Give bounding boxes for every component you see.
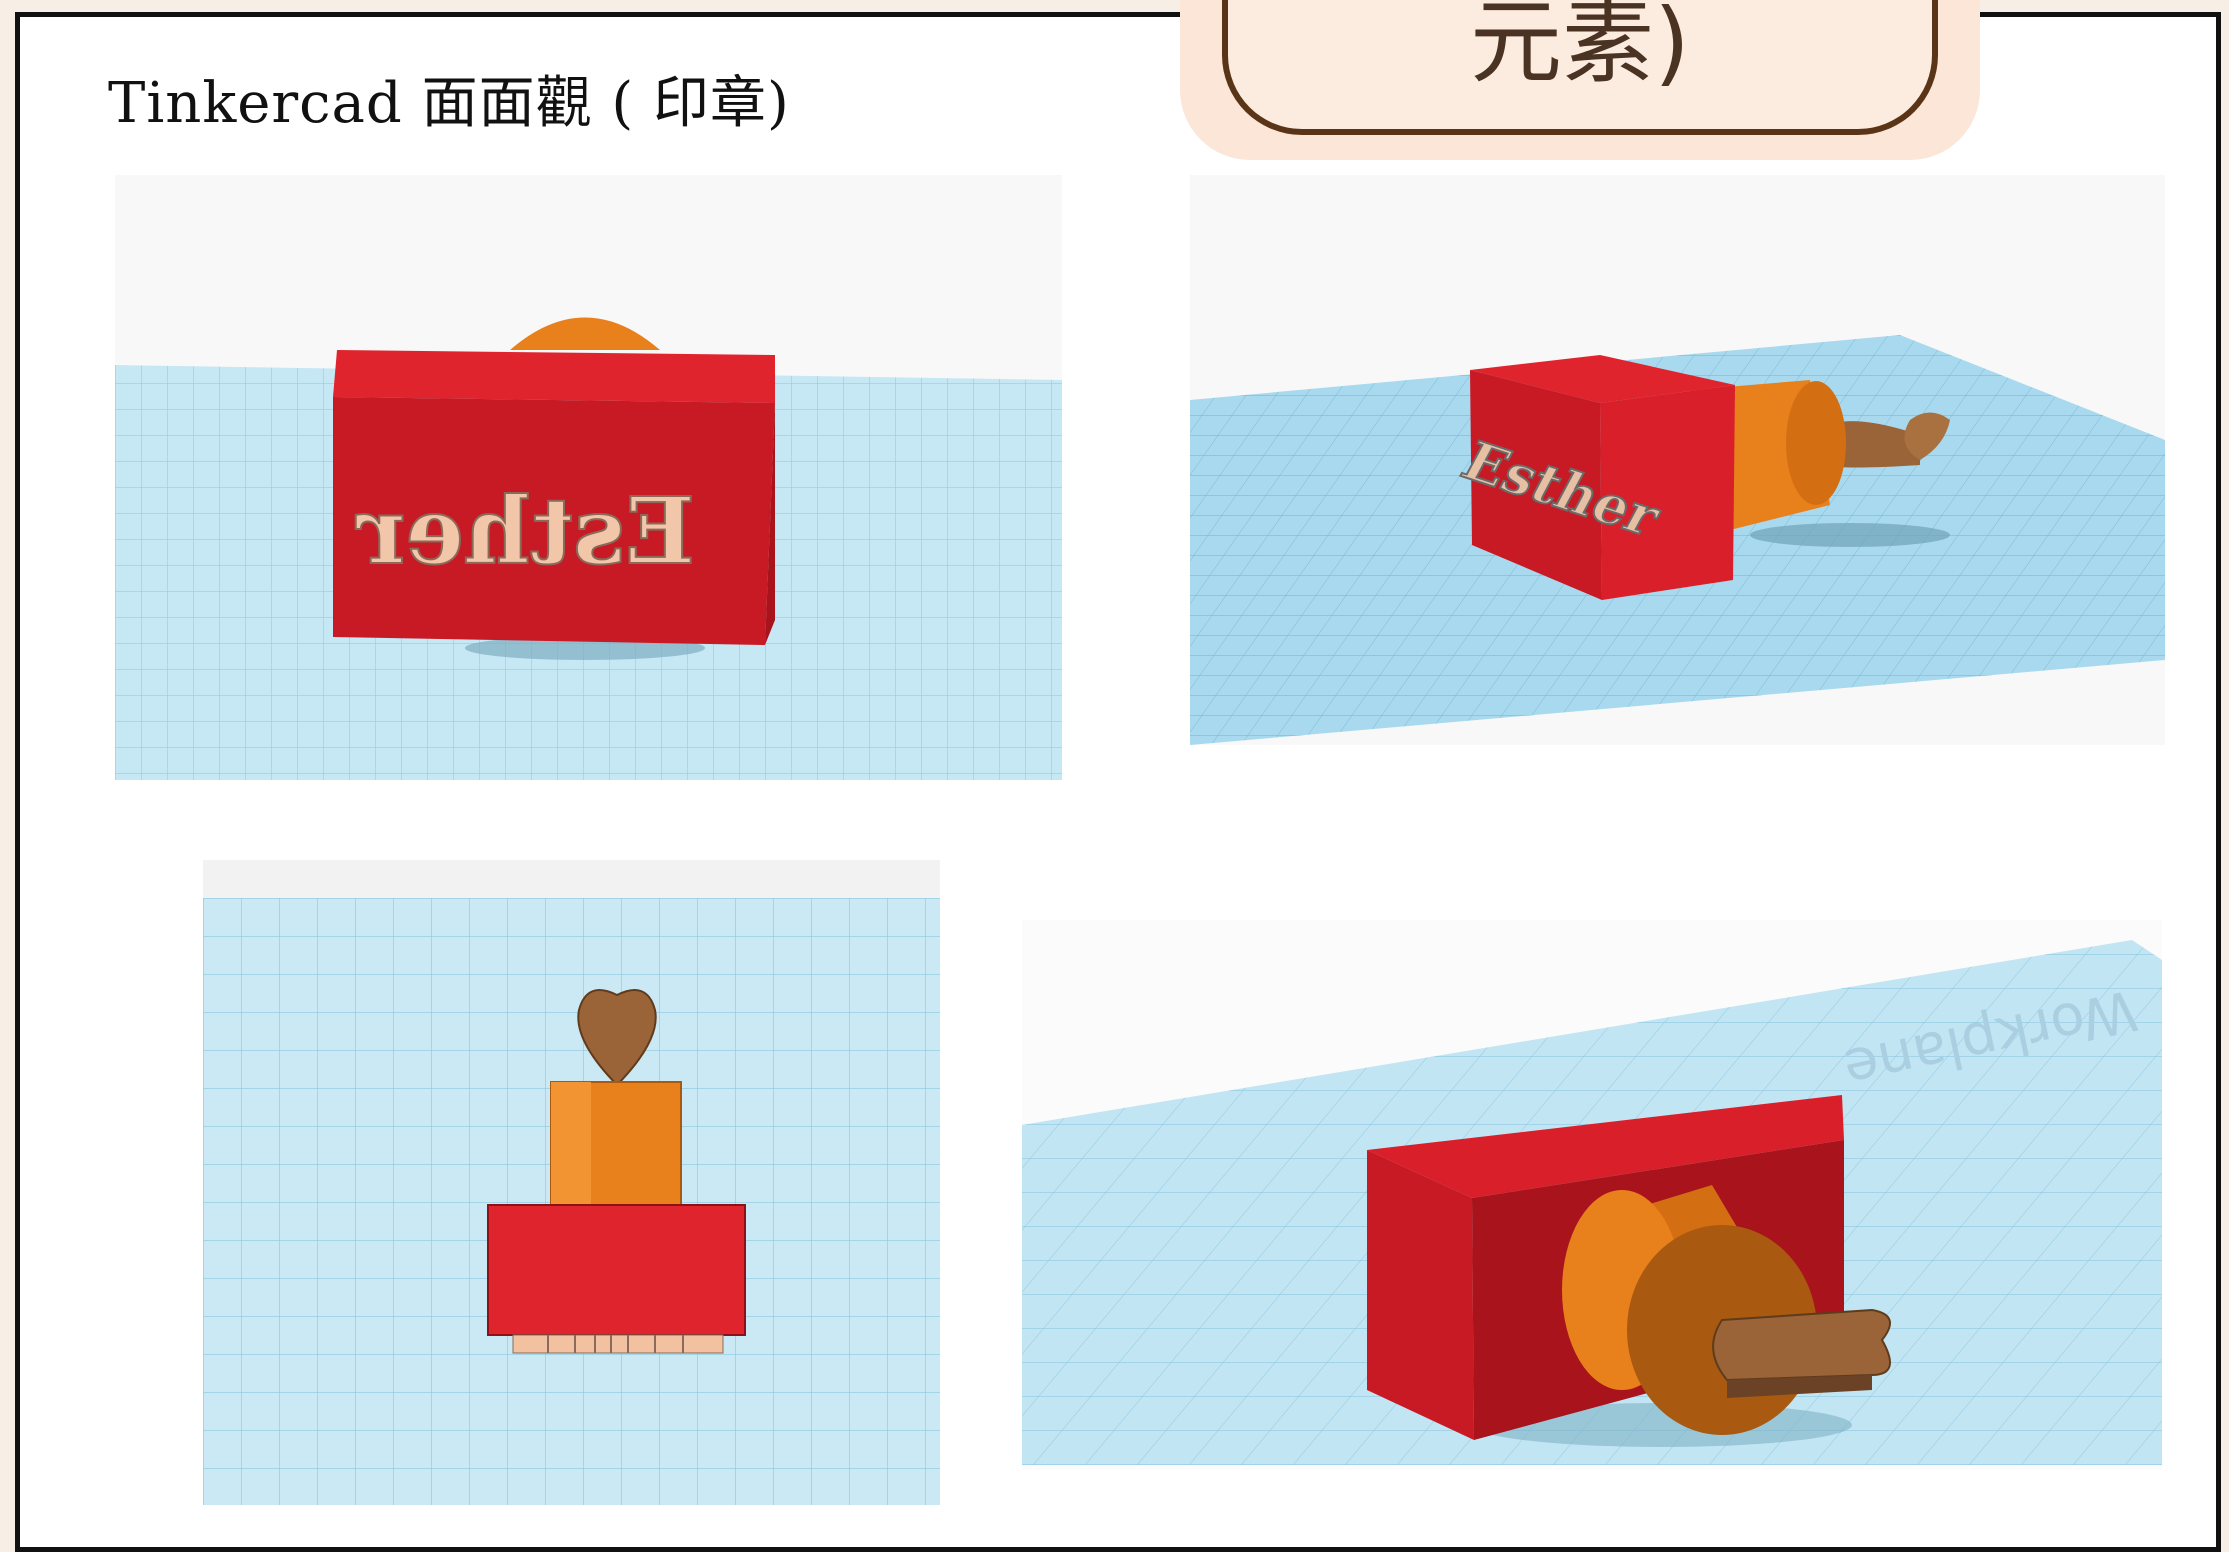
engraved-text-mirrored: Esther: [355, 477, 695, 585]
panel-front-view: Esther: [115, 175, 1062, 780]
rear-view-image: Workplane: [1022, 920, 2162, 1470]
panel-top-view: [203, 860, 940, 1505]
callout-border: 元素): [1222, 0, 1938, 135]
panel-side-view: Esther: [1190, 175, 2165, 745]
page-title: Tinkercad 面面觀 ( 印章): [108, 71, 790, 136]
front-view-image: Esther: [115, 175, 1062, 780]
panel-rear-view: Workplane: [1022, 920, 2162, 1470]
callout-text: 元素): [1470, 0, 1690, 96]
side-view-image: Esther: [1190, 175, 2165, 745]
top-view-image: [203, 860, 940, 1505]
callout-bubble: 元素): [1180, 0, 1980, 160]
